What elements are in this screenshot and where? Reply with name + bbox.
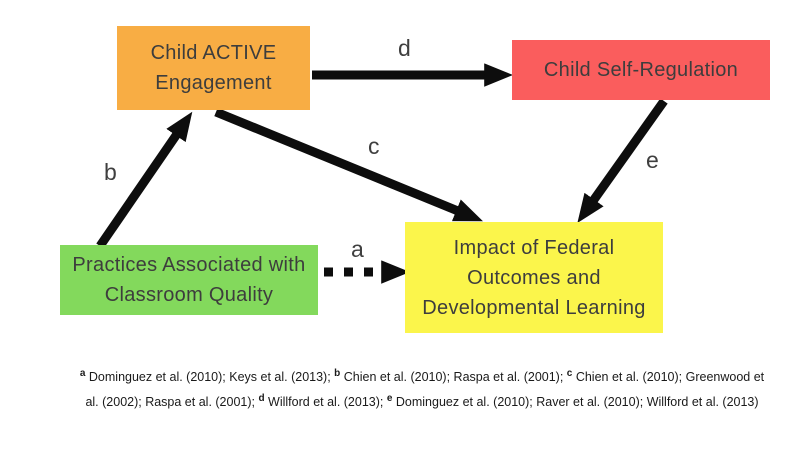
footnote-citation: Dominguez et al. (2010); Raver et al. (2…: [392, 395, 759, 410]
footnote-marker-d: d: [258, 393, 265, 405]
footnote-citation: Chien et al. (2010); Raspa et al. (2001)…: [340, 370, 567, 385]
footnote-marker-e: e: [386, 393, 393, 405]
edge-label-c: c: [368, 133, 380, 159]
node-label: Child Self-Regulation: [543, 59, 739, 81]
footnote-marker-b: b: [334, 368, 341, 379]
node-label: Impact of Federal Outcomes and Developme…: [422, 236, 646, 319]
footnote-citations: a Dominguez et al. (2010); Keys et al. (…: [72, 363, 772, 413]
arrow-c: [214, 107, 483, 222]
edge-label-d: d: [398, 35, 411, 61]
node-label: Practices Associated with Classroom Qual…: [72, 254, 306, 306]
arrow-e: [577, 98, 668, 224]
edge-label-b: b: [104, 159, 117, 185]
node-impact-federal-outcomes: Impact of Federal Outcomes and Developme…: [405, 222, 663, 333]
footnote-citation: Chien et al. (2010); Greenwood et al. (2…: [85, 370, 765, 410]
arrow-b: [96, 111, 193, 249]
footnote-citation: Willford et al. (2013);: [264, 395, 387, 410]
edge-label-e: e: [646, 147, 659, 173]
footnote-marker-c: c: [566, 368, 573, 379]
edge-label-a: a: [351, 236, 364, 262]
footnote-citation: Dominguez et al. (2010); Keys et al. (20…: [85, 370, 335, 385]
node-child-self-regulation: Child Self-Regulation: [512, 40, 770, 100]
node-child-active-engagement: Child ACTIVE Engagement: [117, 26, 310, 110]
node-label: Child ACTIVE Engagement: [150, 42, 277, 94]
node-practices-classroom-quality: Practices Associated with Classroom Qual…: [60, 245, 318, 315]
footnote-marker-a: a: [79, 368, 86, 379]
